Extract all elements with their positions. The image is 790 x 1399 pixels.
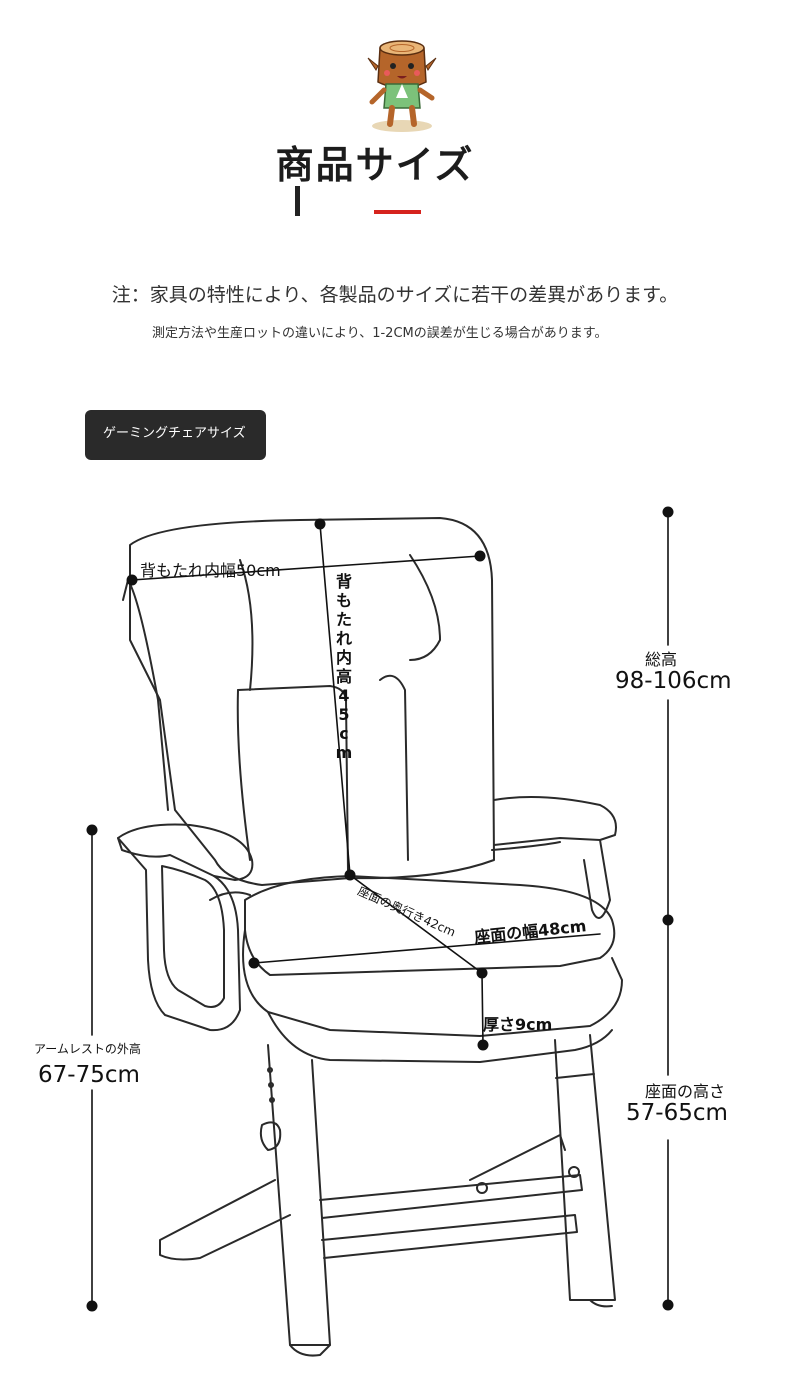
title-left-bar <box>295 186 300 216</box>
back-height-label: 背もたれ内高45cm <box>335 572 353 762</box>
tree-stump-mascot-icon <box>367 40 437 132</box>
title-accent-underline <box>374 210 421 214</box>
seat-height-title: 座面の高さ <box>645 1082 726 1101</box>
total-height-title: 総高 <box>645 650 678 669</box>
cushion-thickness-label: 厚さ9cm <box>483 1015 553 1034</box>
section-badge: ゲーミングチェアサイズ <box>85 410 266 460</box>
note-line-2: 測定方法や生産ロットの違いにより、1-2CMの誤差が生じる場合があります。 <box>152 326 608 341</box>
section-badge-label: ゲーミングチェアサイズ <box>103 426 246 441</box>
armrest-height-value: 67-75cm <box>38 1062 140 1088</box>
armrest-height-title: アームレストの外高 <box>34 1042 141 1056</box>
back-width-label: 背もたれ内幅50cm <box>140 561 281 580</box>
note-line-1: 注：家具の特性により、各製品のサイズに若干の差異があります。 <box>111 284 679 306</box>
office-chair-illustration <box>86 506 674 1357</box>
total-height-value: 98-106cm <box>615 668 732 694</box>
seat-height-value: 57-65cm <box>626 1100 728 1126</box>
page-title: 商品サイズ <box>275 143 475 187</box>
